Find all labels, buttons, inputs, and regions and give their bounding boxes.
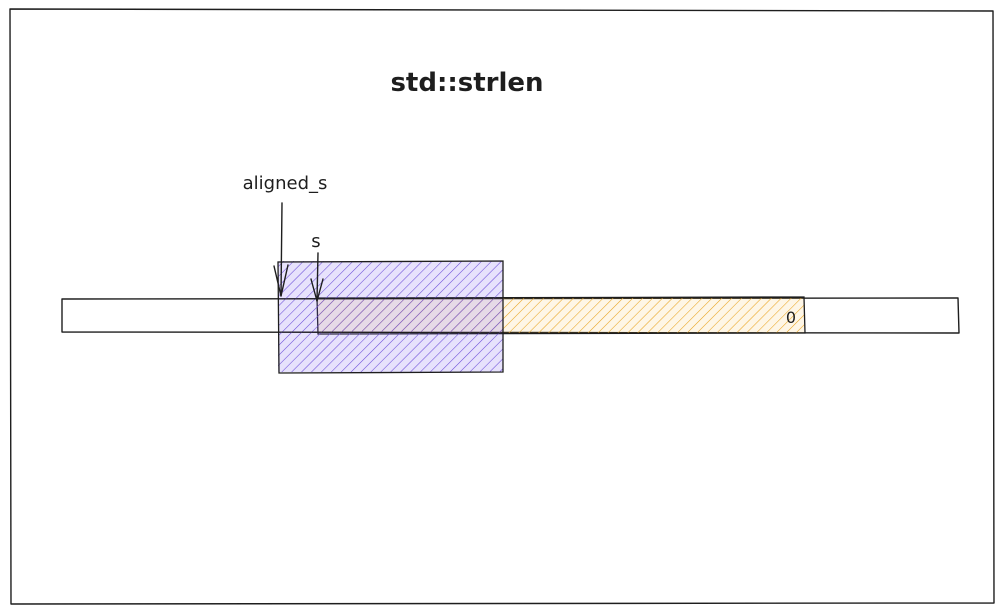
diagram-title: std::strlen: [390, 68, 543, 98]
strip-top-edge: [277, 297, 504, 300]
aligned-pointer-arrow: [273, 202, 289, 297]
string-pointer-arrow: [310, 252, 324, 302]
aligned-block: [277, 260, 504, 374]
aligned-pointer-label: aligned_s: [243, 173, 328, 194]
frame-border: [9, 8, 995, 605]
string-pointer-label: s: [311, 231, 320, 252]
strip-bottom-edge: [277, 331, 504, 334]
null-terminator-label: 0: [786, 308, 796, 327]
